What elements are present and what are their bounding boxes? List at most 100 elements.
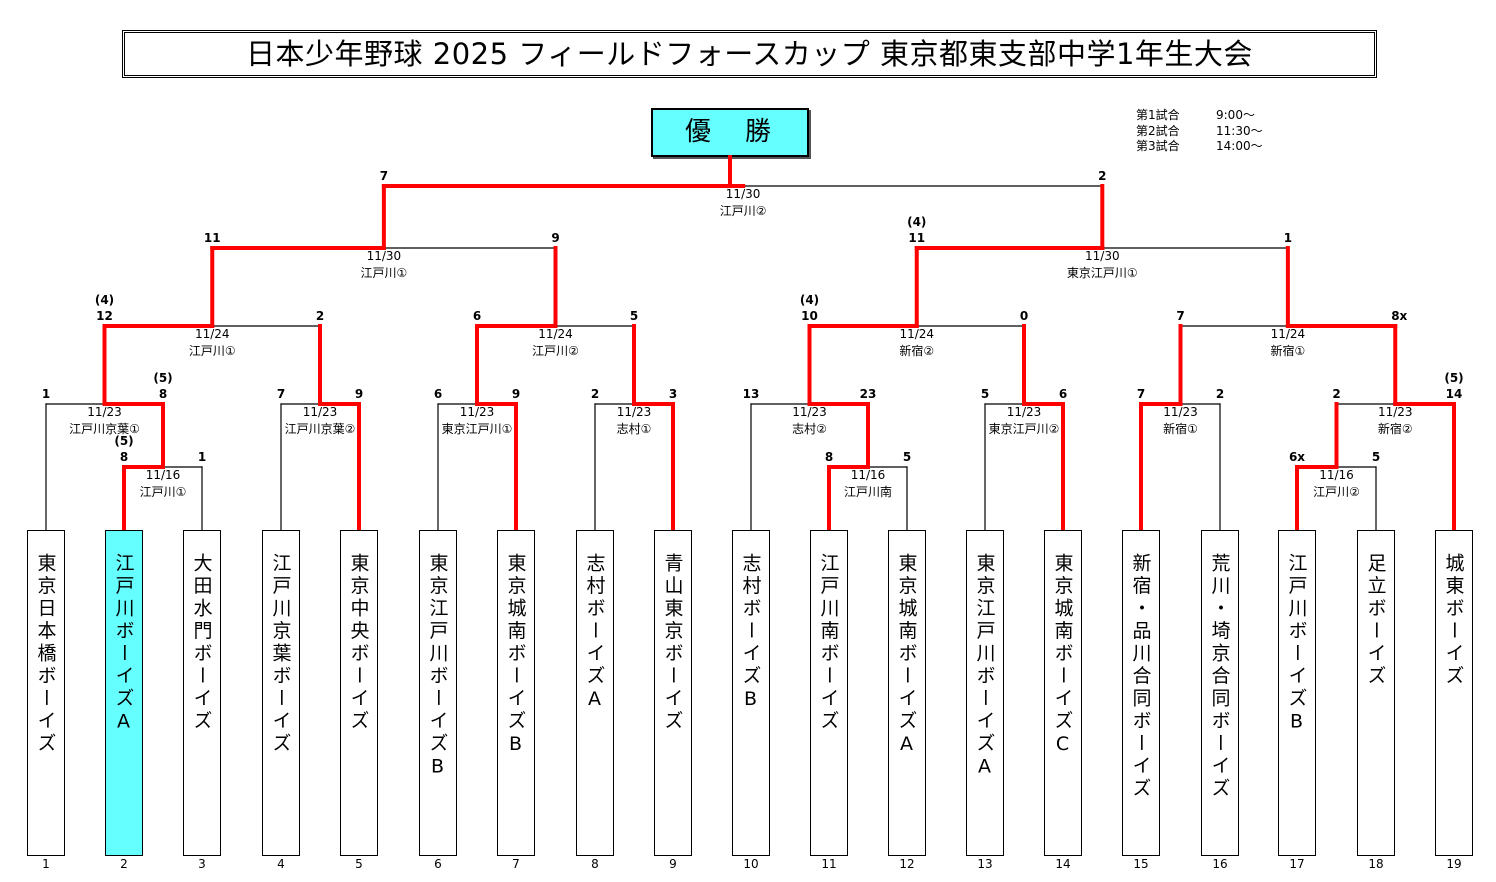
match-date: 11/23 bbox=[302, 405, 338, 419]
team-name: 志村ボーイズB bbox=[739, 553, 762, 714]
note-left: (4) bbox=[94, 293, 115, 307]
team-box: 江戸川ボーイズB bbox=[1278, 530, 1316, 856]
score-right: 1 bbox=[1283, 231, 1293, 245]
match-venue: 江戸川① bbox=[360, 266, 408, 280]
team-box: 荒川・埼京合同ボーイズ bbox=[1201, 530, 1239, 856]
score-right: 2 bbox=[1098, 169, 1107, 183]
match-date: 11/23 bbox=[87, 405, 122, 419]
score-left: 12 bbox=[96, 309, 113, 323]
team-number: 16 bbox=[1212, 857, 1228, 871]
team-box: 東京城南ボーイズB bbox=[497, 530, 535, 856]
score-right: 2 bbox=[1215, 387, 1225, 401]
team-name: 東京江戸川ボーイズB bbox=[426, 553, 449, 781]
match-venue: 江戸川京葉② bbox=[284, 422, 356, 436]
team-number: 18 bbox=[1368, 857, 1384, 871]
team-number: 14 bbox=[1055, 857, 1071, 871]
match-date: 11/23 bbox=[459, 405, 495, 419]
team-number: 13 bbox=[977, 857, 993, 871]
score-left: 6 bbox=[472, 309, 482, 323]
match-date: 11/24 bbox=[538, 327, 573, 341]
score-right: 3 bbox=[668, 387, 678, 401]
match-venue: 東京江戸川① bbox=[441, 422, 513, 436]
match-venue: 新宿① bbox=[1163, 422, 1198, 436]
schedule-label: 第1試合 bbox=[1136, 108, 1180, 122]
schedule-time: 9:00〜 bbox=[1216, 108, 1255, 122]
team-box: 新宿・品川合同ボーイズ bbox=[1122, 530, 1160, 856]
team-box: 江戸川南ボーイズ bbox=[810, 530, 848, 856]
score-right: 9 bbox=[511, 387, 521, 401]
team-name: 志村ボーイズA bbox=[583, 553, 606, 714]
team-number: 3 bbox=[198, 857, 206, 871]
team-name: 東京城南ボーイズA bbox=[895, 553, 918, 759]
score-right: 8x bbox=[1391, 309, 1408, 323]
score-left: 6 bbox=[433, 387, 443, 401]
score-left: 5 bbox=[980, 387, 990, 401]
match-venue: 江戸川南 bbox=[843, 485, 893, 499]
match-date: 11/30 bbox=[1085, 249, 1120, 263]
match-date: 11/23 bbox=[1377, 405, 1413, 419]
team-name: 江戸川京葉ボーイズ bbox=[269, 553, 292, 756]
score-left: 7 bbox=[276, 387, 286, 401]
team-name: 東京日本橋ボーイズ bbox=[34, 553, 57, 756]
score-left: 7 bbox=[379, 169, 389, 183]
team-name: 江戸川ボーイズB bbox=[1285, 553, 1308, 736]
note-right: (5) bbox=[153, 371, 173, 385]
score-right: 5 bbox=[902, 450, 912, 464]
tournament-title: 日本少年野球 2025 フィールドフォースカップ 東京都東支部中学1年生大会 bbox=[122, 30, 1377, 78]
team-number: 8 bbox=[591, 857, 599, 871]
score-right: 9 bbox=[354, 387, 364, 401]
match-date: 11/30 bbox=[725, 187, 761, 201]
team-number: 7 bbox=[512, 857, 520, 871]
team-name: 荒川・埼京合同ボーイズ bbox=[1208, 553, 1231, 801]
team-number: 11 bbox=[821, 857, 837, 871]
match-date: 11/24 bbox=[899, 327, 935, 341]
team-number: 1 bbox=[42, 857, 50, 871]
match-date: 11/24 bbox=[194, 327, 230, 341]
team-box: 東京城南ボーイズA bbox=[888, 530, 926, 856]
team-name: 大田水門ボーイズ bbox=[190, 553, 213, 733]
team-number: 15 bbox=[1133, 857, 1149, 871]
match-venue: 新宿① bbox=[1270, 344, 1306, 358]
score-right: 5 bbox=[1371, 450, 1381, 464]
team-name: 東京江戸川ボーイズA bbox=[973, 553, 996, 781]
score-left: 11 bbox=[203, 231, 221, 245]
team-number: 17 bbox=[1289, 857, 1305, 871]
team-box: 江戸川ボーイズA bbox=[105, 530, 143, 856]
team-number: 19 bbox=[1446, 857, 1462, 871]
match-date: 11/23 bbox=[616, 405, 652, 419]
team-box: 東京城南ボーイズC bbox=[1044, 530, 1082, 856]
team-number: 9 bbox=[669, 857, 677, 871]
team-name: 江戸川ボーイズA bbox=[112, 553, 135, 736]
match-venue: 江戸川京葉① bbox=[69, 422, 140, 436]
score-left: 13 bbox=[742, 387, 760, 401]
score-right: 9 bbox=[551, 231, 560, 245]
match-date: 11/16 bbox=[145, 468, 181, 482]
score-left: 6x bbox=[1288, 450, 1306, 464]
score-left: 8 bbox=[119, 450, 129, 464]
score-left: 7 bbox=[1176, 309, 1185, 323]
score-left: 10 bbox=[801, 309, 818, 323]
score-left: 7 bbox=[1136, 387, 1146, 401]
team-box: 志村ボーイズA bbox=[576, 530, 614, 856]
team-name: 城東ボーイズ bbox=[1442, 553, 1465, 688]
match-date: 11/30 bbox=[366, 249, 402, 263]
note-left: (5) bbox=[114, 434, 134, 448]
match-venue: 江戸川② bbox=[719, 204, 767, 218]
score-right: 14 bbox=[1445, 387, 1463, 401]
match-venue: 新宿② bbox=[1377, 422, 1413, 436]
team-number: 2 bbox=[120, 857, 128, 871]
score-left: 8 bbox=[824, 450, 834, 464]
team-name: 青山東京ボーイズ bbox=[661, 553, 684, 733]
match-venue: 東京江戸川② bbox=[988, 422, 1060, 436]
team-box: 大田水門ボーイズ bbox=[183, 530, 221, 856]
schedule-time: 11:30〜 bbox=[1216, 123, 1263, 138]
champion-box: 優 勝 bbox=[651, 108, 809, 157]
score-left: 2 bbox=[590, 387, 600, 401]
team-box: 東京日本橋ボーイズ bbox=[27, 530, 65, 856]
team-box: 青山東京ボーイズ bbox=[654, 530, 692, 856]
match-venue: 江戸川① bbox=[139, 485, 187, 499]
schedule-row: 第1試合 9:00〜 bbox=[1136, 108, 1263, 124]
